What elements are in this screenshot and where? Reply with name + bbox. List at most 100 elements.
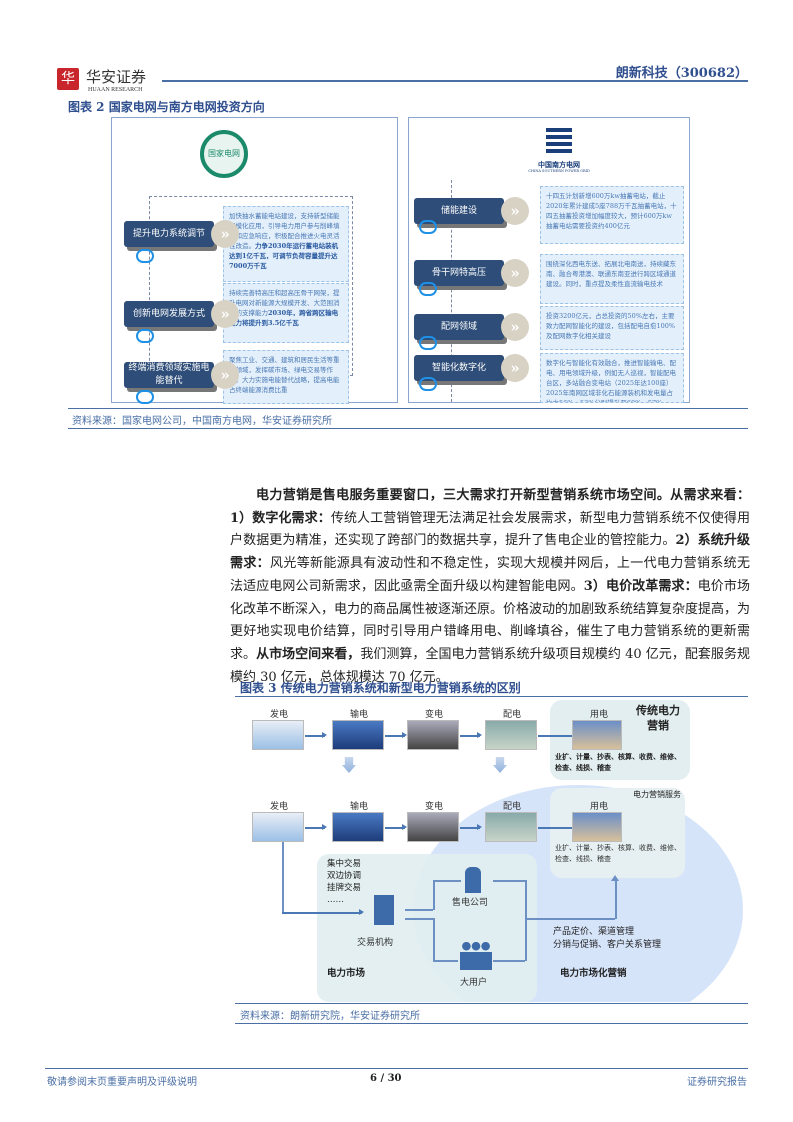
body-paragraph: 电力营销是售电服务重要窗口，三大需求打开新型营销系统市场空间。从需求来看： 1）数… xyxy=(230,485,750,689)
stage-photo xyxy=(485,720,537,750)
marketing-item: 产品定价、渠道管理 xyxy=(553,927,635,937)
demand-2-label: 2）系统升级需求： xyxy=(230,533,750,572)
left-item-desc: 加快抽水蓄能电站建设，支持新型储能规模化应用，引导电力用户参与削峰填谷和应急响应… xyxy=(223,206,349,282)
connector xyxy=(525,918,615,920)
retailer-building-icon xyxy=(465,867,481,893)
stage-photo xyxy=(407,720,459,750)
stage-label: 发电 xyxy=(270,710,289,720)
chevron-right-icon: » xyxy=(211,300,239,328)
flow-arrow xyxy=(385,732,407,738)
logo-mark: 华 xyxy=(57,68,79,90)
logo-text: 华安证券 xyxy=(86,68,147,86)
demand-3-label: 3）电价改革需求： xyxy=(583,578,698,594)
stage-label: 变电 xyxy=(425,802,444,812)
flow-arrow xyxy=(305,824,327,830)
stage-label: 输电 xyxy=(350,710,369,720)
connector xyxy=(493,960,525,962)
demand-1-text: 传统人工营销管理无法满足社会发展需求，新型电力营销系统不仅使得用户数据更为精准，… xyxy=(230,510,750,549)
ai-head-icon xyxy=(419,377,437,391)
stage-photo xyxy=(407,812,459,842)
network-cubes-icon xyxy=(136,329,154,343)
desc-text: 加快抽水蓄能电站建设，支持新型储能规模化应用，引导电力用户参与削峰填谷和应急响应… xyxy=(229,212,340,250)
connector xyxy=(433,960,458,962)
stage-photo xyxy=(332,812,384,842)
stage-photo xyxy=(485,812,537,842)
market-text: 我们测算，全国电力营销系统升级项目规模约 40 亿元，配套服务规模约 30 亿元… xyxy=(230,646,750,685)
connector xyxy=(433,880,435,910)
desc-highlight: 2030年，跨省跨区输电能力将提升到3.5亿千瓦 xyxy=(229,309,339,327)
southern-grid-panel: 中国南方电网 CHINA SOUTHERN POWER GRID 储能建设十四五… xyxy=(408,117,690,403)
exchange-label: 交易机构 xyxy=(357,938,394,948)
figure3-source: 资料来源：朗新研究院，华安证券研究所 xyxy=(240,1011,420,1022)
stage-photo xyxy=(572,720,622,750)
power-market-label: 电力市场 xyxy=(327,968,366,979)
marketization-label: 电力市场化营销 xyxy=(560,968,627,979)
stage-label: 输电 xyxy=(350,802,369,812)
mode: 挂牌交易 xyxy=(327,883,362,893)
desc-highlight: 力争2030年运行蓄电站装机达到1亿千瓦，可调节负荷容量提升达7000万千瓦 xyxy=(229,242,339,270)
retailer-label: 售电公司 xyxy=(452,898,489,908)
marketing-item: 分销与促销、客户关系管理 xyxy=(553,940,662,950)
figure2-title: 图表 2 国家电网与南方电网投资方向 xyxy=(68,100,265,114)
divider xyxy=(235,1003,748,1004)
state-grid-logo: 国家电网 xyxy=(200,130,248,178)
desc-text: 持续完善特高压和超高压骨干网架，提升电网对新能源大规模开发、大范围消纳的支撑能力 xyxy=(229,289,340,317)
piggy-bank-icon xyxy=(419,282,437,296)
demand-1-label: 1）数字化需求： xyxy=(230,510,331,526)
market-label: 从市场空间来看， xyxy=(256,646,361,662)
lead-sentence: 电力营销是售电服务重要窗口，三大需求打开新型营销系统市场空间。从需求来看： xyxy=(256,488,750,503)
cloud-icon xyxy=(136,249,154,263)
chevron-right-icon: » xyxy=(501,313,529,341)
buildings-icon xyxy=(419,220,437,234)
right-item-desc: 围绕深化西电东送、拓展北电南送，持续藏东南、融合粤港澳、联通东南亚进行跨区域通道… xyxy=(540,254,684,304)
footer-disclaimer[interactable]: 敬请参阅末页重要声明及评级说明 xyxy=(47,1077,197,1088)
power-market-area xyxy=(317,854,537,1002)
logo-subtext: HUAAN RESEARCH xyxy=(88,87,143,93)
figure3-title: 图表 3 传统电力营销系统和新型电力营销系统的区别 xyxy=(240,681,521,695)
chevron-right-icon: » xyxy=(211,220,239,248)
mode: 集中交易 xyxy=(327,859,362,869)
flow-arrow xyxy=(385,824,407,830)
left-item-desc: 聚焦工业、交通、建筑和居民生活等重点领域，发挥碳市场、绿电交易等作用，大力实施电… xyxy=(223,350,349,404)
right-item-3: 配网领域 xyxy=(414,314,504,340)
traditional-services: 业扩、计量、抄表、核算、收费、维修、检查、线损、稽查 xyxy=(555,752,681,772)
left-item-3: 终端消费领域实施电能替代 xyxy=(124,362,214,388)
figure2-source: 资料来源：国家电网公司，中国南方电网，华安证券研究所 xyxy=(72,416,332,427)
stage-photo xyxy=(572,812,622,842)
connector xyxy=(615,880,617,919)
connector xyxy=(405,909,433,911)
footer-report-type: 证券研究报告 xyxy=(687,1077,747,1088)
southern-grid-logo: 中国南方电网 xyxy=(538,160,580,169)
market-modes: 集中交易 双边协调 挂牌交易 …… xyxy=(327,858,361,906)
chevron-right-icon: » xyxy=(501,354,529,382)
stage-photo xyxy=(252,812,304,842)
chevron-right-icon: » xyxy=(211,361,239,389)
stage-label: 用电 xyxy=(590,802,609,812)
southern-grid-logo-icon xyxy=(546,128,572,154)
stage-photo xyxy=(332,720,384,750)
arrow-up xyxy=(611,875,619,881)
southern-grid-logo-en: CHINA SOUTHERN POWER GRID xyxy=(528,169,590,173)
right-item-1: 储能建设 xyxy=(414,198,504,224)
connector xyxy=(405,918,433,920)
demand-3-text: 电价市场化改革不断深入，电力的商品属性被逐渐还原。价格波动的加剧致系统结算复杂度… xyxy=(230,578,751,662)
header-divider xyxy=(162,80,748,82)
page-number: 6 / 30 xyxy=(370,1073,402,1084)
figure3-diagram: 发电输电变电配电用电发电输电变电配电用电 传统电力营销 业扩、计量、抄表、核算、… xyxy=(235,697,748,1002)
stage-label: 变电 xyxy=(425,710,444,720)
stage-label: 发电 xyxy=(270,802,289,812)
service-title: 电力营销服务 xyxy=(633,790,681,799)
demand-2-text: 风光等新能源具有波动性和不稳定性，实现大规模并网后，上一代电力营销系统无法适应电… xyxy=(230,556,750,594)
report-title: 朗新科技（300682） xyxy=(615,66,748,81)
connector xyxy=(433,880,461,882)
left-item-1: 提升电力系统调节 xyxy=(124,221,214,247)
down-arrow-icon xyxy=(342,757,356,773)
right-item-desc: 数字化与智能化有效融合，推进智能输电、配电、用电领域升级，例如无人巡视，智能配电… xyxy=(540,353,684,403)
new-services: 业扩、计量、抄表、核算、收费、维修、检查、线损、稽查 xyxy=(555,844,681,863)
flow-arrow xyxy=(305,732,327,738)
stage-label: 配电 xyxy=(503,802,522,812)
left-item-2: 创新电网发展方式 xyxy=(124,301,214,327)
mode: 双边协调 xyxy=(327,871,362,881)
flow-arrow xyxy=(460,824,482,830)
right-item-desc: 投资3200亿元，占总投资的50%左右，主要致力配网智能化的建设，包括配电自愈1… xyxy=(540,306,684,350)
